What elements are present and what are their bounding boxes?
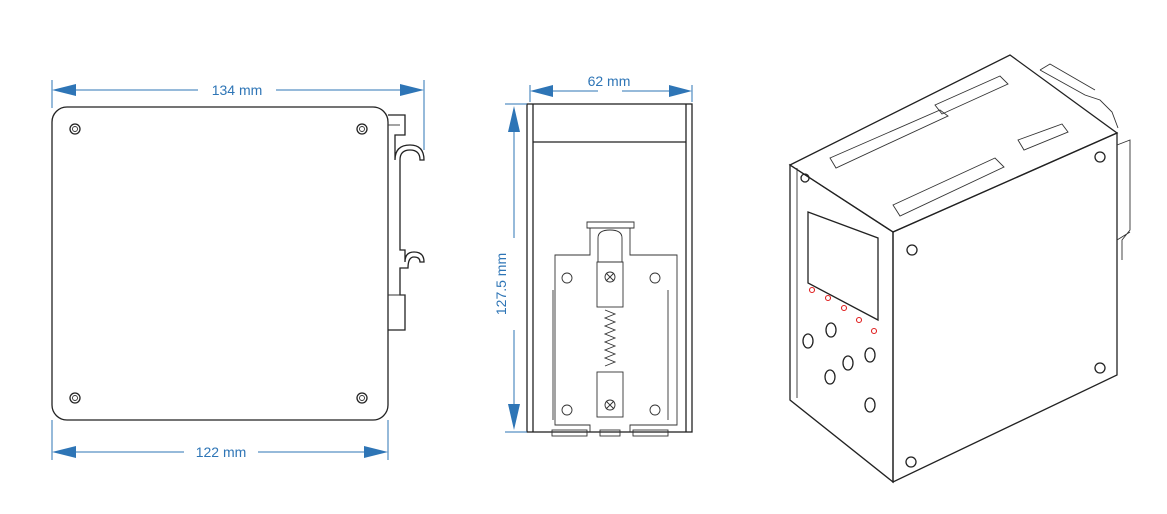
isometric-view [788, 54, 1131, 484]
side-view: 62 mm 127.5 mm [493, 73, 693, 437]
status-leds [808, 286, 878, 335]
front-view: 134 mm 122 mm [51, 80, 425, 460]
dimension-134: 134 mm [51, 80, 425, 150]
front-screw-holes [800, 151, 1106, 468]
din-rail-clip [388, 114, 425, 331]
left-face [789, 163, 894, 484]
width-134-label: 134 mm [212, 82, 263, 98]
din-clip [1039, 63, 1131, 260]
side-housing [526, 103, 693, 433]
buttons [802, 322, 876, 413]
front-face [892, 132, 1118, 484]
din-clip-mechanism [551, 221, 678, 437]
width-122-label: 122 mm [196, 444, 247, 460]
dimension-122: 122 mm [51, 420, 389, 460]
depth-62-label: 62 mm [588, 73, 631, 89]
display-screen [807, 211, 879, 322]
front-panel [51, 106, 389, 421]
height-127-5-label: 127.5 mm [493, 253, 509, 315]
dimension-62: 62 mm [529, 73, 693, 102]
dimension-127-5: 127.5 mm [493, 103, 527, 433]
screw-holes [69, 123, 368, 404]
top-labels [829, 75, 1069, 217]
